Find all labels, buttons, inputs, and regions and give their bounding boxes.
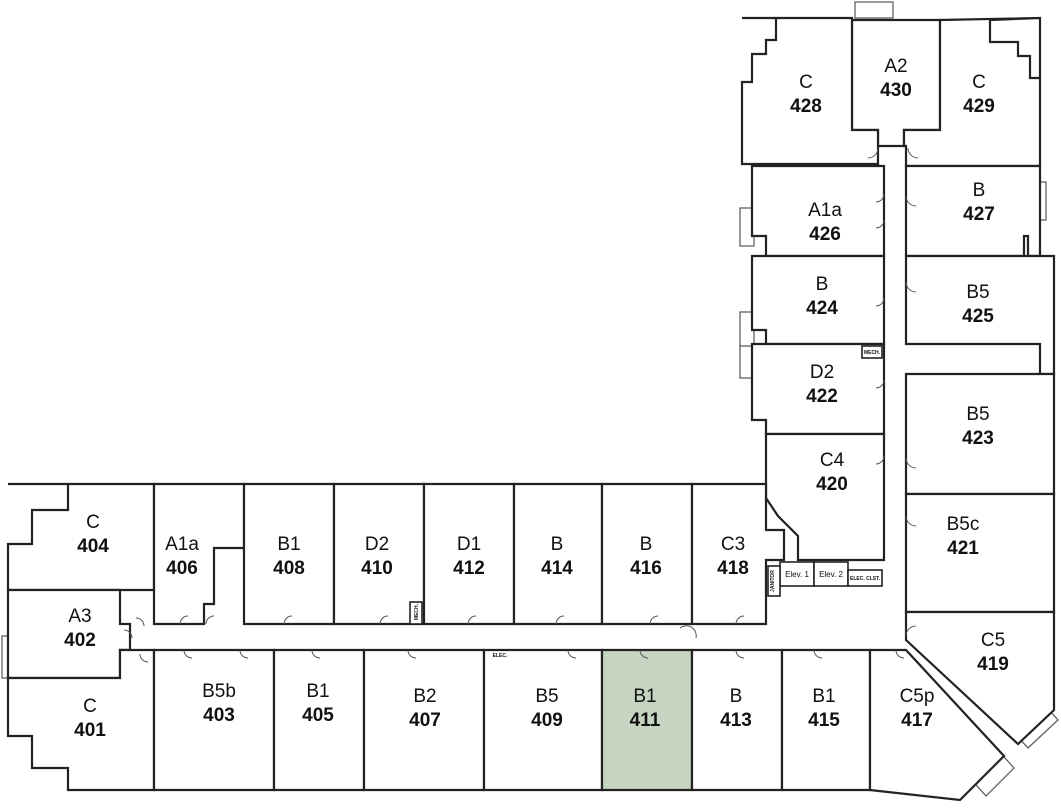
unit-number-401: 401 (74, 720, 106, 741)
unit-type-423: B5 (966, 404, 989, 425)
unit-401[interactable] (6, 648, 156, 792)
unit-type-405: B1 (306, 681, 329, 702)
unit-number-424: 424 (806, 298, 838, 319)
elec-closet-label: ELEC. CLST. (850, 576, 881, 582)
unit-type-413: B (730, 686, 743, 707)
unit-type-407: B2 (413, 686, 436, 707)
unit-type-422: D2 (810, 362, 834, 383)
unit-type-403: B5b (202, 681, 236, 702)
unit-number-402: 402 (64, 630, 96, 651)
unit-417[interactable] (868, 648, 1006, 802)
unit-type-428: C (799, 72, 813, 93)
unit-number-407: 407 (409, 710, 441, 731)
unit-429[interactable] (902, 16, 1042, 168)
unit-type-409: B5 (535, 686, 558, 707)
unit-number-423: 423 (962, 428, 994, 449)
unit-type-412: D1 (457, 534, 481, 555)
unit-type-416: B (640, 534, 653, 555)
unit-number-409: 409 (531, 710, 563, 731)
mech-east-label: MECH. (864, 350, 881, 356)
janitor-label: JANITOR (770, 570, 776, 592)
unit-type-415: B1 (812, 686, 835, 707)
unit-number-427: 427 (963, 204, 995, 225)
unit-number-425: 425 (962, 306, 994, 327)
south-corridor (130, 624, 906, 650)
utility-rooms: Elev. 1 Elev. 2 ELEC. CLST. MECH. MECH. … (409, 345, 883, 659)
unit-type-406: A1a (165, 534, 199, 555)
elev-1-label: Elev. 1 (785, 570, 809, 579)
corridors (130, 135, 906, 650)
elev-2-label: Elev. 2 (819, 570, 843, 579)
unit-type-427: B (973, 180, 986, 201)
unit-number-413: 413 (720, 710, 752, 731)
unit-number-426: 426 (809, 224, 841, 245)
mech-south (409, 601, 423, 625)
unit-type-410: D2 (365, 534, 389, 555)
unit-number-412: 412 (453, 558, 485, 579)
elec-corridor-label: ELEC. (493, 653, 508, 659)
unit-number-416: 416 (630, 558, 662, 579)
unit-type-424: B (816, 274, 829, 295)
unit-number-422: 422 (806, 386, 838, 407)
units (6, 16, 1056, 802)
east-corridor (884, 135, 906, 650)
unit-type-408: B1 (277, 534, 300, 555)
unit-number-414: 414 (541, 558, 573, 579)
mech-east (861, 345, 883, 359)
unit-type-430: A2 (884, 56, 907, 77)
unit-number-403: 403 (203, 705, 235, 726)
unit-number-411: 411 (630, 710, 661, 731)
unit-type-419: C5 (981, 630, 1005, 651)
unit-number-421: 421 (947, 538, 979, 559)
unit-type-429: C (972, 72, 986, 93)
unit-type-426: A1a (808, 200, 842, 221)
janitor-closet (767, 565, 781, 597)
unit-number-419: 419 (977, 654, 1009, 675)
unit-number-405: 405 (302, 705, 334, 726)
doors (123, 147, 919, 663)
unit-number-406: 406 (166, 558, 198, 579)
elevator-2 (813, 561, 849, 587)
unit-number-428: 428 (790, 96, 822, 117)
unit-labels: A2430C428C429A1a426B427B424B5425D2422B54… (64, 56, 1009, 741)
unit-number-408: 408 (273, 558, 305, 579)
unit-type-421: B5c (947, 514, 980, 535)
unit-420[interactable] (764, 432, 886, 562)
unit-type-414: B (551, 534, 564, 555)
elevator-1 (779, 561, 815, 587)
unit-number-420: 420 (816, 474, 848, 495)
unit-type-425: B5 (966, 282, 989, 303)
unit-number-429: 429 (963, 96, 995, 117)
unit-type-411: B1 (633, 686, 656, 707)
unit-418[interactable] (690, 482, 786, 626)
unit-number-430: 430 (880, 80, 912, 101)
unit-428[interactable] (740, 16, 880, 166)
unit-number-410: 410 (361, 558, 393, 579)
elec-closet (847, 569, 883, 587)
unit-type-402: A3 (68, 606, 91, 627)
mech-south-label: MECH. (414, 603, 420, 620)
unit-type-417: C5p (900, 686, 935, 707)
unit-type-418: C3 (721, 534, 745, 555)
unit-421[interactable] (904, 492, 1056, 614)
unit-type-401: C (83, 696, 97, 717)
unit-type-420: C4 (820, 450, 845, 471)
unit-number-417: 417 (901, 710, 933, 731)
unit-type-404: C (86, 512, 100, 533)
unit-number-404: 404 (77, 536, 109, 557)
unit-number-415: 415 (808, 710, 840, 731)
unit-number-418: 418 (717, 558, 749, 579)
